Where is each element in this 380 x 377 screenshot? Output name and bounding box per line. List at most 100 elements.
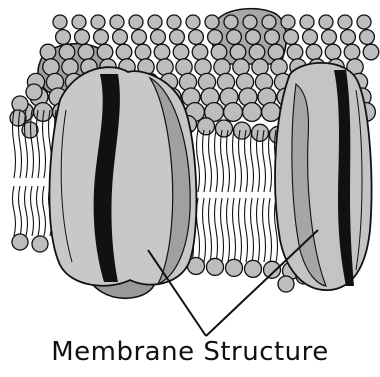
phospholipid-tail: [221, 130, 224, 192]
phospholipid-head: [135, 44, 151, 60]
phospholipid-head: [360, 30, 375, 45]
phospholipid-head: [344, 44, 360, 60]
phospholipid-head: [226, 259, 243, 276]
phospholipid-head: [198, 118, 215, 135]
phospholipid-head: [192, 44, 208, 60]
phospholipid-head: [357, 15, 371, 29]
phospholipid-head: [234, 122, 251, 139]
phospholipid-tail: [209, 130, 212, 192]
phospholipid-head: [129, 15, 143, 29]
phospholipid-tail: [257, 198, 260, 262]
phospholipid-tail: [197, 130, 200, 192]
phospholipid-head: [216, 120, 233, 137]
phospholipid-tail: [233, 198, 236, 262]
phospholipid-tail: [31, 110, 34, 178]
phospholipid-head: [195, 59, 211, 75]
phospholipid-head: [249, 44, 265, 60]
phospholipid-head: [268, 44, 284, 60]
phospholipid-tail: [203, 130, 206, 192]
phospholipid-tail: [239, 198, 242, 262]
phospholipid-tail: [37, 186, 40, 236]
phospholipid-head: [43, 59, 59, 75]
phospholipid-head: [205, 15, 219, 29]
phospholipid-head: [170, 30, 185, 45]
phospholipid-head: [300, 15, 314, 29]
phospholipid-tail: [227, 130, 230, 192]
phospholipid-head: [62, 59, 78, 75]
phospholipid-head: [157, 59, 173, 75]
phospholipid-head: [151, 30, 166, 45]
phospholipid-head: [243, 103, 262, 122]
phospholipid-tail: [215, 130, 218, 192]
phospholipid-tail: [215, 198, 218, 262]
phospholipid-head: [148, 15, 162, 29]
phospholipid-tail: [245, 130, 248, 192]
phospholipid-head: [97, 44, 113, 60]
phospholipid-tail: [209, 198, 212, 262]
phospholipid-head: [167, 15, 181, 29]
phospholipid-head: [262, 15, 276, 29]
phospholipid-tail: [227, 198, 230, 262]
phospholipid-head: [265, 30, 280, 45]
phospholipid-head: [246, 30, 261, 45]
phospholipid-head: [116, 44, 132, 60]
phospholipid-head: [341, 30, 356, 45]
phospholipid-tail: [245, 198, 248, 262]
phospholipid-tail: [43, 186, 46, 236]
phospholipid-head: [252, 124, 269, 141]
phospholipid-head: [208, 30, 223, 45]
phospholipid-head: [214, 59, 230, 75]
phospholipid-tail: [31, 186, 34, 236]
phospholipid-head: [207, 258, 224, 275]
phospholipid-head: [211, 44, 227, 60]
phospholipid-head: [306, 44, 322, 60]
phospholipid-tail: [25, 186, 28, 236]
phospholipid-head: [262, 103, 281, 122]
phospholipid-head: [53, 15, 67, 29]
phospholipid-head: [338, 15, 352, 29]
phospholipid-head: [186, 15, 200, 29]
phospholipid-tail: [221, 198, 224, 262]
phospholipid-head: [230, 44, 246, 60]
phospholipid-head: [363, 44, 379, 60]
phospholipid-tail: [251, 130, 254, 192]
phospholipid-head: [32, 236, 48, 252]
phospholipid-head: [224, 15, 238, 29]
phospholipid-head: [252, 59, 268, 75]
phospholipid-head: [227, 30, 242, 45]
phospholipid-head: [303, 30, 318, 45]
phospholipid-head: [245, 260, 262, 277]
phospholipid-head: [91, 15, 105, 29]
phospholipid-tail: [251, 198, 254, 262]
phospholipid-tail: [19, 186, 22, 236]
phospholipid-head: [319, 15, 333, 29]
phospholipid-head: [78, 44, 94, 60]
phospholipid-head: [154, 44, 170, 60]
phospholipid-tail: [269, 198, 272, 262]
phospholipid-head: [281, 15, 295, 29]
phospholipid-head: [75, 30, 90, 45]
phospholipid-head: [176, 59, 192, 75]
phospholipid-head: [243, 15, 257, 29]
phospholipid-head: [224, 103, 243, 122]
phospholipid-tail: [233, 130, 236, 192]
phospholipid-head: [94, 30, 109, 45]
phospholipid-head: [287, 44, 303, 60]
phospholipid-head: [233, 59, 249, 75]
phospholipid-head: [189, 30, 204, 45]
phospholipid-tail: [203, 198, 206, 262]
phospholipid-head: [110, 15, 124, 29]
phospholipid-head: [284, 30, 299, 45]
phospholipid-tail: [263, 198, 266, 262]
phospholipid-head: [113, 30, 128, 45]
phospholipid-head: [173, 44, 189, 60]
phospholipid-head: [271, 59, 287, 75]
phospholipid-head: [12, 234, 28, 250]
phospholipid-head: [26, 84, 42, 100]
phospholipid-head: [59, 44, 75, 60]
phospholipid-tail: [13, 186, 16, 236]
phospholipid-head: [264, 261, 281, 278]
phospholipid-head: [72, 15, 86, 29]
phospholipid-head: [132, 30, 147, 45]
